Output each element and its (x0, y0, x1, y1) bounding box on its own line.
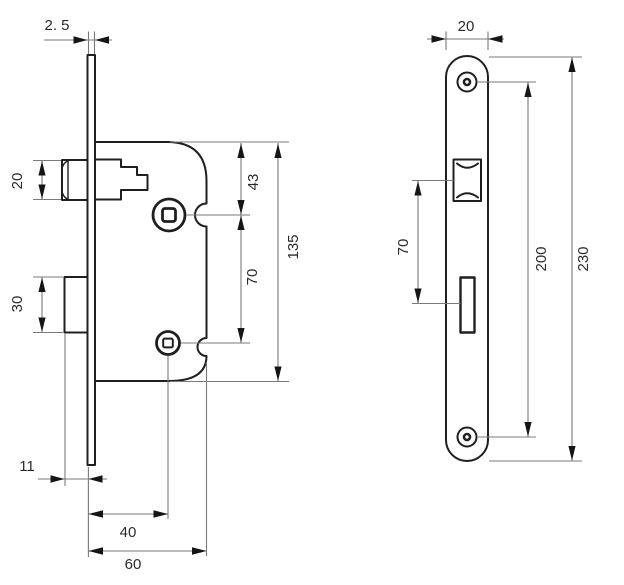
side-view-dimensions: 2. 5 20 30 11 (9, 17, 302, 573)
front-view-dimensions: 20 70 200 230 (395, 18, 592, 462)
arrowhead (431, 35, 446, 43)
screw-hole-top-center (462, 77, 472, 87)
dim-case-depth: 60 (125, 556, 142, 573)
deadbolt (63, 276, 89, 334)
side-view: 2. 5 20 30 11 (9, 17, 302, 573)
dim-latch-to-deadbolt: 70 (395, 239, 412, 256)
keyhole-square (162, 337, 174, 349)
latch-bolt-head (61, 159, 89, 201)
arrowhead (274, 143, 282, 158)
latch-face-crown-top (456, 162, 479, 169)
dim-faceplate-thickness: 2. 5 (44, 17, 69, 34)
dim-case-height: 135 (285, 234, 302, 259)
arrowhead (524, 422, 532, 437)
dim-backset: 40 (120, 524, 137, 541)
arrowhead (237, 215, 245, 230)
arrowhead (237, 200, 245, 215)
dim-faceplate-height: 230 (575, 246, 592, 271)
dim-latch-height: 20 (9, 173, 26, 190)
arrowhead (38, 277, 46, 292)
latch-tail-outline (94, 158, 149, 201)
screw-hole-bottom-center (462, 432, 472, 442)
arrowhead (73, 36, 88, 44)
arrowhead (488, 35, 503, 43)
arrowhead (50, 475, 65, 483)
front-view-geometry (445, 55, 489, 462)
arrowhead (414, 181, 422, 196)
arrowhead (38, 317, 46, 332)
arrowhead (414, 288, 422, 303)
arrowhead (88, 547, 103, 555)
latch-opening (452, 158, 482, 202)
dim-deadbolt-height: 30 (9, 296, 26, 313)
latch-bolt-crown-arc-bottom (61, 192, 69, 200)
arrowhead (524, 82, 532, 97)
dim-deadbolt-projection: 11 (19, 458, 35, 475)
dim-faceplate-width: 20 (458, 18, 475, 35)
arrowhead (88, 510, 103, 518)
arrowhead (88, 475, 103, 483)
arrowhead (237, 328, 245, 343)
arrowhead (38, 184, 46, 199)
dim-screw-spacing: 200 (533, 246, 550, 271)
latch-face-crown-bottom (456, 192, 479, 199)
arrowhead (192, 547, 207, 555)
front-view: 20 70 200 230 (395, 18, 592, 462)
spindle-square-hole (161, 207, 177, 223)
dim-top-to-spindle: 43 (245, 174, 262, 191)
faceplate-front (445, 55, 489, 462)
arrowhead (568, 57, 576, 72)
arrowhead (237, 143, 245, 158)
side-view-geometry (61, 54, 208, 466)
arrowhead (38, 161, 46, 176)
arrowhead (153, 510, 168, 518)
arrowhead (274, 366, 282, 381)
dim-spindle-to-keyhole: 70 (244, 269, 261, 286)
arrowhead (95, 36, 109, 44)
deadbolt-opening (459, 276, 476, 334)
arrowhead (568, 446, 576, 461)
latch-bolt-crown-arc-top (61, 160, 69, 168)
faceplate-side (86, 54, 96, 466)
